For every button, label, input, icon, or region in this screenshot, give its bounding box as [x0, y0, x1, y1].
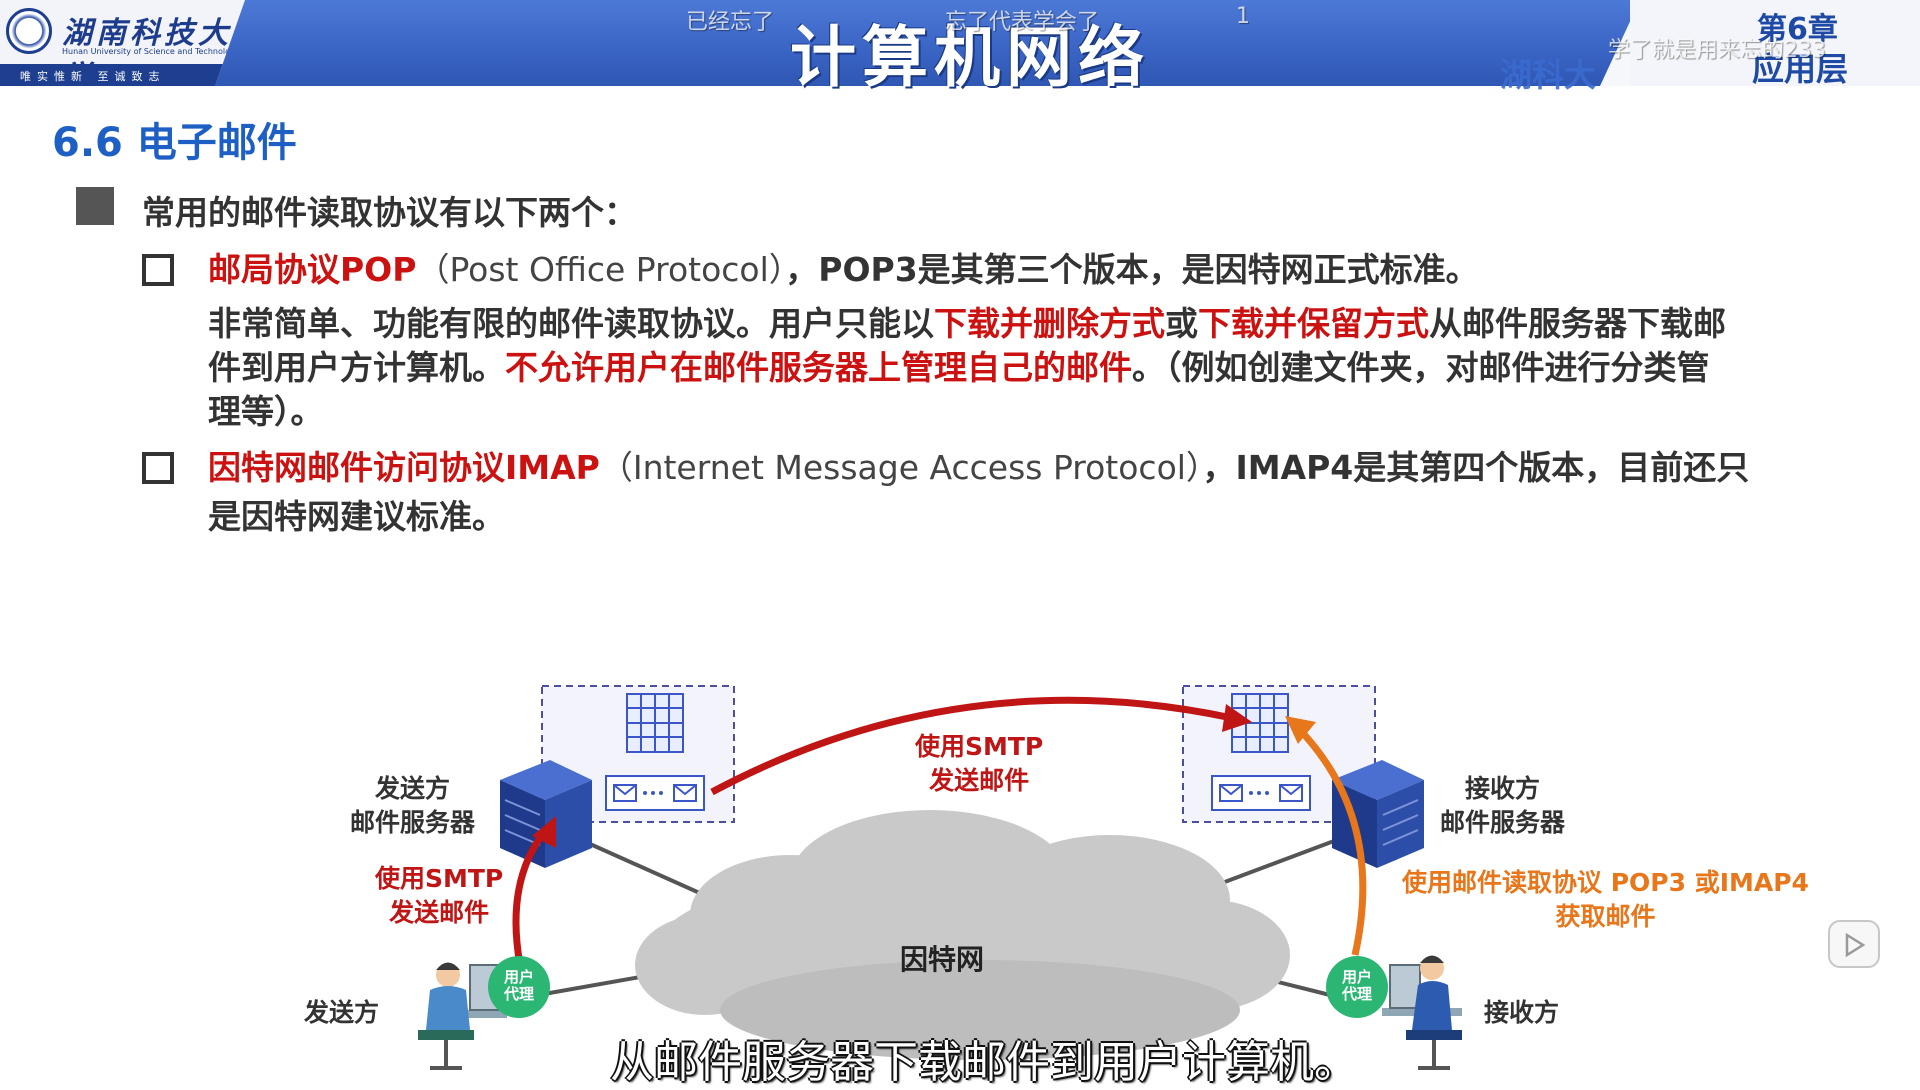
play-button[interactable] [1828, 920, 1880, 968]
imap-name: 因特网邮件访问协议IMAP [208, 448, 600, 487]
mailbox-grid-icon [1231, 693, 1289, 753]
mail-queue-icon [1211, 775, 1311, 811]
label-line: 使用邮件读取协议 POP3 或IMAP4 [1402, 868, 1809, 897]
smtp-transfer-arrow [710, 696, 1233, 796]
danmaku-comment: 1 [1236, 4, 1250, 29]
smtp-submit-label: 使用SMTP 发送邮件 [375, 862, 503, 930]
smtp-submit-arrow [512, 827, 549, 966]
sender-label: 发送方 [304, 998, 380, 1027]
receiver-label: 接收方 [1484, 998, 1560, 1027]
internet-label: 因特网 [900, 943, 985, 976]
chapter-name: 应用层 [1752, 50, 1849, 88]
danmaku-comment: 忘了代表学会了 [945, 10, 1100, 35]
label-line: 邮件服务器 [1440, 808, 1566, 837]
badge-line: 代理 [503, 985, 534, 1003]
sender-user-agent-badge: 用户 代理 [488, 956, 550, 1018]
mail-retrieve-arrow [1297, 727, 1367, 956]
slide-header: 湖南科技大学 Hunan University of Science and T… [0, 0, 1920, 96]
arrow-head [1222, 704, 1252, 732]
badge-line: 用户 [503, 968, 534, 986]
label-line: 邮件服务器 [350, 808, 476, 837]
label-line: 使用SMTP [915, 732, 1044, 761]
receiver-server-label: 接收方 邮件服务器 [1440, 772, 1565, 840]
pop-description-line-3: 理等）。 [208, 392, 324, 431]
sender-server-label: 发送方 邮件服务器 [350, 772, 475, 840]
read-protocol-label: 使用邮件读取协议 POP3 或IMAP4 获取邮件 [1402, 866, 1809, 934]
label-line: 使用SMTP [375, 864, 504, 893]
text-span: 。（例如创建文件夹，对邮件进行分类管 [1132, 348, 1710, 387]
pop-description-line-2: 件到用户方计算机。不允许用户在邮件服务器上管理自己的邮件。（例如创建文件夹，对邮… [208, 346, 1710, 390]
school-abbreviation: 湖科大 [1500, 56, 1597, 94]
label-line: 获取邮件 [1555, 902, 1656, 931]
university-emblem-icon [6, 8, 52, 54]
internet-cloud-icon [635, 810, 1290, 1060]
pop-name: 邮局协议POP [208, 250, 417, 289]
play-icon [1845, 932, 1866, 958]
badge-line: 代理 [1341, 985, 1372, 1003]
imap-fullname: （Internet Message Access Protocol） [599, 448, 1203, 487]
label-line: 发送方 [375, 774, 451, 803]
course-title: 计算机网络 [790, 19, 1150, 96]
label-line: 发送邮件 [929, 766, 1030, 795]
logo-motto: 唯实惟新 至诚致志 [20, 70, 166, 83]
imap-version: ，IMAP4是其第四个版本，目前还只 [1202, 448, 1750, 487]
checkbox-bullet-icon [142, 452, 174, 484]
receiver-user-agent-badge: 用户 代理 [1326, 956, 1388, 1018]
sender-server-icon [500, 760, 592, 868]
main-point: 常用的邮件读取协议有以下两个： [142, 193, 637, 232]
label-line: 发送邮件 [389, 898, 490, 927]
logo-english-name: Hunan University of Science and Technolo… [62, 47, 240, 56]
pop-fullname: （Post Office Protocol） [416, 250, 786, 289]
highlight-no-server-management: 不允许用户在邮件服务器上管理自己的邮件 [505, 348, 1132, 387]
imap-heading: 因特网邮件访问协议IMAP（Internet Message Access Pr… [208, 446, 1749, 490]
danmaku-comment: 已经忘了 [686, 10, 775, 35]
bullet-square-icon [76, 187, 114, 225]
smtp-transfer-label: 使用SMTP 发送邮件 [915, 730, 1043, 798]
header-banner [200, 0, 1640, 86]
arrow-head [1285, 716, 1316, 744]
badge-line: 用户 [1341, 968, 1372, 986]
checkbox-bullet-icon [142, 254, 174, 286]
receiver-server-icon [1332, 760, 1424, 868]
imap-description: 是因特网建议标准。 [208, 497, 505, 536]
label-line: 接收方 [1465, 774, 1541, 803]
receiver-person-icon [1382, 955, 1462, 1070]
mailbox-grid-icon [626, 693, 684, 753]
mail-queue-icon [605, 775, 705, 811]
text-span: 非常简单、功能有限的邮件读取协议。用户只能以 [208, 304, 934, 343]
university-logo: 湖南科技大学 Hunan University of Science and T… [0, 0, 245, 86]
pop-description-line-1: 非常简单、功能有限的邮件读取协议。用户只能以下载并删除方式或下载并保留方式从邮件… [208, 302, 1726, 346]
chapter-label: 第6章 [1757, 12, 1838, 47]
pop-version: ，POP3是其第三个版本，是因特网正式标准。 [785, 250, 1479, 289]
text-span: 或 [1165, 304, 1198, 343]
text-span: 件到用户方计算机。 [208, 348, 505, 387]
pop-heading: 邮局协议POP（Post Office Protocol），POP3是其第三个版… [208, 248, 1479, 292]
logo-motto-bar [0, 64, 230, 86]
highlight-download-keep: 下载并保留方式 [1198, 304, 1429, 343]
video-subtitle: 从邮件服务器下载邮件到用户计算机。 [610, 1037, 1358, 1088]
highlight-download-delete: 下载并删除方式 [934, 304, 1165, 343]
arrow-head [532, 816, 556, 848]
text-span: 从邮件服务器下载邮 [1429, 304, 1726, 343]
section-title: 6.6 电子邮件 [52, 120, 297, 166]
danmaku-comment: 学了就是用来忘的233 [1608, 38, 1826, 63]
header-chapter-panel [1630, 0, 1920, 86]
